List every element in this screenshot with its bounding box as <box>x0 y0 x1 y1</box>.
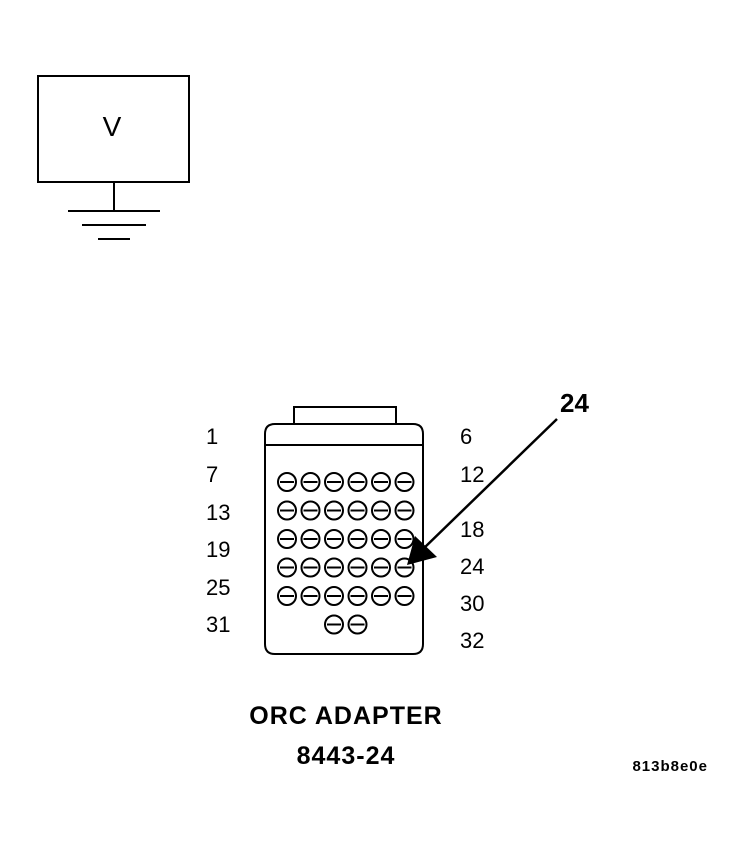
connector-pin-10 <box>347 500 368 521</box>
connector-pin-2 <box>300 472 321 492</box>
connector-latch <box>293 406 397 425</box>
connector-pin-5 <box>371 472 391 492</box>
pin-grid <box>277 472 415 635</box>
connector-pin-8 <box>300 500 321 521</box>
connector-pin-21 <box>324 557 344 578</box>
connector-pin-14 <box>300 529 321 549</box>
connector-pin-17 <box>371 529 391 549</box>
arrowhead-icon <box>407 536 437 565</box>
left-pin-labels: 1 7 13 19 25 31 <box>206 424 230 637</box>
connector-pin-24 <box>394 557 415 578</box>
voltmeter-symbol: V <box>103 111 122 142</box>
connector-pin-23 <box>371 557 391 578</box>
voltmeter: V <box>37 75 190 240</box>
connector-pin-16 <box>347 529 368 549</box>
pin-label-left: 31 <box>206 612 230 637</box>
connector-pin-27 <box>324 586 344 606</box>
connector-pin-22 <box>347 557 368 578</box>
pin-label-right: 32 <box>460 628 484 653</box>
connector-pin-18 <box>394 529 415 549</box>
connector-pin-9 <box>324 500 344 521</box>
connector-pin-1 <box>277 472 297 492</box>
connector-pin-29 <box>371 586 391 606</box>
pin-label-right: 24 <box>460 554 484 579</box>
connector-pin-31 <box>324 614 344 635</box>
caption-part-number: 8443-24 <box>297 742 396 770</box>
callout-label: 24 <box>560 388 589 418</box>
pin-label-left: 7 <box>206 462 218 487</box>
connector-pin-3 <box>324 472 344 492</box>
connector-pin-19 <box>277 557 297 578</box>
callout-arrow <box>407 418 558 565</box>
connector-pin-13 <box>277 529 297 549</box>
connector-pin-6 <box>394 472 415 492</box>
connector-pin-11 <box>371 500 391 521</box>
connector-pin-12 <box>394 500 415 521</box>
right-pin-labels: 6 12 18 24 30 32 <box>460 424 484 653</box>
caption-title: ORC ADAPTER <box>249 702 442 730</box>
connector-pin-30 <box>394 586 415 606</box>
connector-pin-32 <box>347 614 368 635</box>
connector-pin-15 <box>324 529 344 549</box>
ground-symbol-icon <box>68 182 160 240</box>
connector-pin-25 <box>277 586 297 606</box>
connector-pin-20 <box>300 557 321 578</box>
pin-label-right: 30 <box>460 591 484 616</box>
connector-pin-28 <box>347 586 368 606</box>
pin-label-right: 6 <box>460 424 472 449</box>
pin-label-left: 19 <box>206 537 230 562</box>
pin-label-right: 12 <box>460 462 484 487</box>
connector <box>264 406 424 655</box>
pin-label-left: 13 <box>206 500 230 525</box>
pin-label-left: 25 <box>206 575 230 600</box>
pin-label-left: 1 <box>206 424 218 449</box>
figure-code: 813b8e0e <box>632 758 708 775</box>
pin-label-right: 18 <box>460 517 484 542</box>
connector-pin-26 <box>300 586 321 606</box>
connector-pin-7 <box>277 500 297 521</box>
connector-pin-4 <box>347 472 368 492</box>
